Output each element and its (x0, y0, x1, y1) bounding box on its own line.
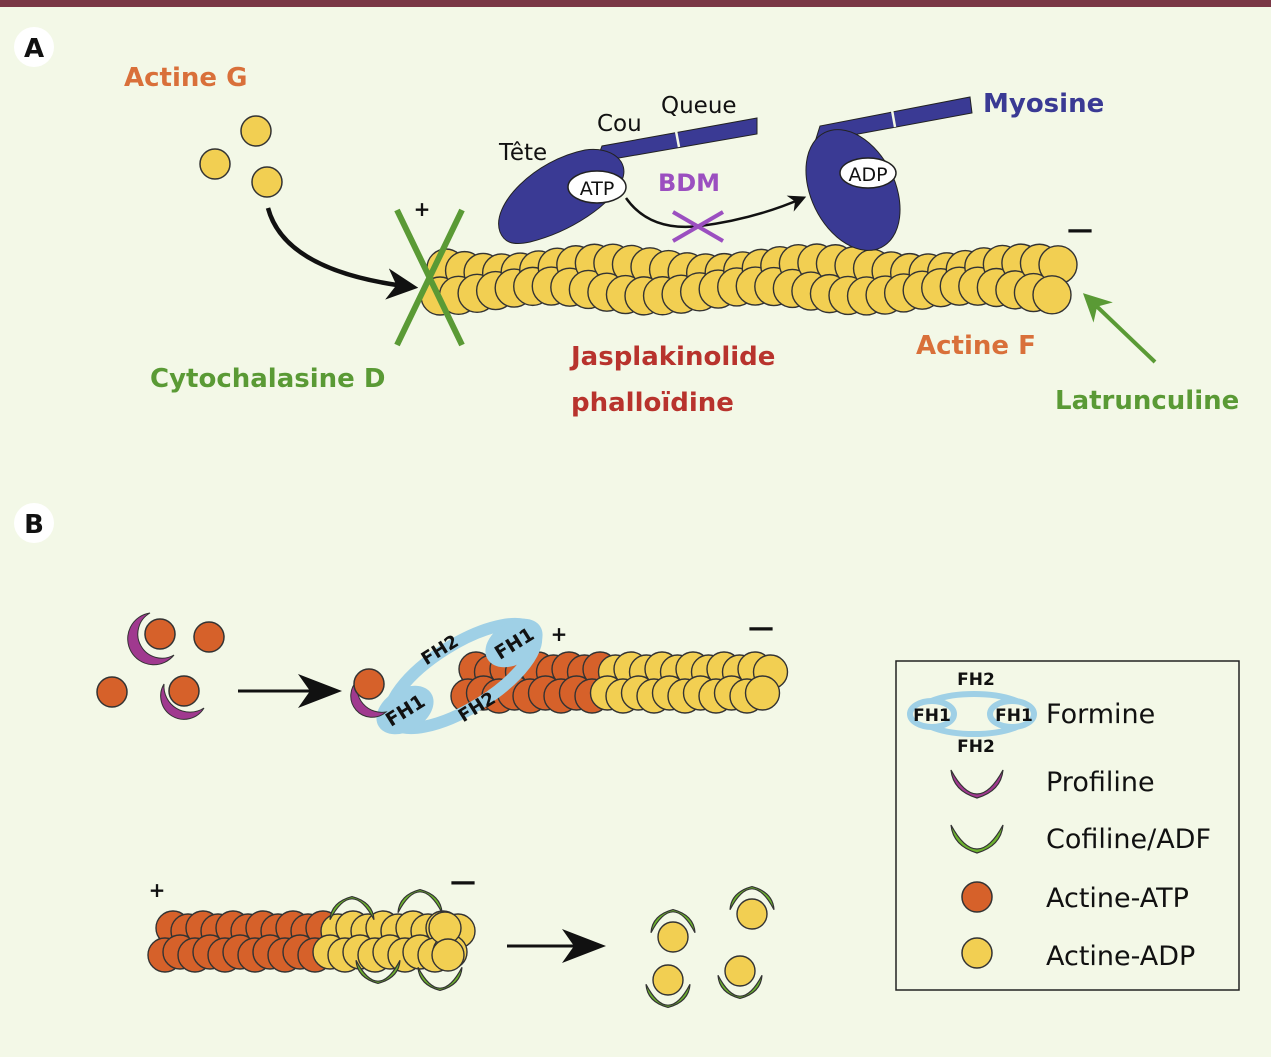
adp-bubble (839, 157, 897, 189)
panel-a-letter: A (24, 34, 44, 64)
legend-formine-label: Formine (1046, 699, 1155, 730)
panel-b-letter: B (24, 510, 44, 540)
legend-actin-adp-icon (961, 937, 993, 969)
myosin-atp: ATP (498, 117, 758, 245)
panel-a-badge (14, 27, 54, 67)
legend-cofiline-label: Cofiline/ADF (1046, 824, 1211, 855)
depolymerizing-filament (147, 910, 476, 973)
legend-actine-adp-label: Actine-ADP (1046, 941, 1195, 972)
cofilin (729, 885, 775, 910)
adp-label: ADP (848, 164, 887, 186)
released-adp-actin (724, 955, 756, 987)
minus-end-label-a: — (1067, 215, 1093, 245)
cofilin (417, 967, 463, 992)
panel-b-badge (14, 503, 54, 543)
legend-actin-atp-icon (961, 881, 993, 913)
panel-b: B FH1 FH1 FH2 FH2 (14, 503, 789, 1009)
legend: FH2 FH1 FH1 FH2 Formine Profiline Cofili… (895, 660, 1240, 991)
phalloidine-label: phalloïdine (571, 388, 734, 418)
actine-f-label: Actine F (916, 331, 1036, 361)
g-actin-monomer (251, 166, 283, 198)
profilin (350, 678, 388, 718)
formin-elongation-arrow (238, 674, 342, 708)
profilin-actin-pool (96, 612, 225, 720)
cofilin (397, 888, 443, 913)
myosin-adp: ADP (805, 96, 973, 251)
g-actin-monomers (199, 115, 283, 198)
filament-subunit (744, 675, 781, 711)
cofilin (650, 908, 696, 933)
cofilin (329, 895, 375, 920)
f-actin-subunit (1032, 275, 1072, 315)
fh1-domain (485, 618, 543, 668)
latrunculine-label: Latrunculine (1055, 386, 1239, 416)
power-stroke-arrow (624, 195, 807, 229)
top-bar (0, 0, 1271, 7)
legend-profiline-label: Profiline (1046, 767, 1155, 798)
cou-label: Cou (597, 111, 642, 137)
released-adp-actin (736, 898, 768, 930)
legend-cofilin-icon (950, 824, 1004, 854)
legend-profilin-icon (950, 769, 1004, 799)
myosin-head (805, 129, 901, 251)
g-actin-monomer (240, 115, 272, 147)
atp-actin-monomer (353, 668, 385, 700)
atp-actin-monomer (144, 618, 176, 650)
tete-label: Tête (498, 140, 547, 166)
plus-end-label-b2: + (149, 878, 166, 902)
profilin (160, 683, 205, 720)
f-actin-filament (420, 243, 1078, 316)
plus-end-label-a: + (414, 197, 431, 221)
cytochalasine-cross (394, 208, 465, 347)
released-adp-actin (657, 921, 689, 953)
profilin-at-barbed-end (350, 668, 388, 718)
bdm-label: BDM (658, 169, 720, 197)
legend-fh2-top: FH2 (957, 670, 995, 690)
jasplakinolide-label: Jasplakinolide (569, 342, 775, 372)
legend-fh1-left: FH1 (913, 706, 951, 726)
cytochalasine-label: Cytochalasine D (150, 364, 385, 394)
bdm-cross (671, 210, 725, 243)
cofilin (717, 975, 763, 1000)
released-cofilin-actin (645, 885, 775, 1009)
legend-fh2-bottom: FH2 (957, 737, 995, 757)
released-adp-actin (652, 964, 684, 996)
cofilin-on-filament (329, 888, 463, 992)
atp-actin-monomer (168, 675, 200, 707)
profilin (127, 612, 175, 666)
actine-g-label: Actine G (124, 63, 247, 93)
minus-end-label-b2: — (450, 867, 476, 897)
latrunculine-arrow (1082, 293, 1157, 364)
g-actin-monomer (199, 148, 231, 180)
filament-subunit (431, 938, 465, 972)
cofilin (355, 960, 401, 985)
legend-formin-icon (907, 691, 1037, 737)
plus-end-label-b1: + (551, 622, 568, 646)
panel-a: A Actine G + — ATP Tête Cou Queue (14, 27, 1239, 418)
polymerization-arrow (265, 207, 419, 300)
cofilin (645, 984, 691, 1009)
atp-label: ATP (580, 178, 615, 200)
severing-arrow (507, 929, 606, 963)
fh1-domain (376, 685, 434, 735)
atp-actin-monomer (96, 676, 128, 708)
myosine-label: Myosine (983, 89, 1104, 119)
legend-fh1-right: FH1 (995, 706, 1033, 726)
atp-actin-monomer (193, 621, 225, 653)
legend-actine-atp-label: Actine-ATP (1046, 883, 1189, 914)
queue-label: Queue (661, 93, 737, 119)
minus-end-label-b1: — (748, 613, 774, 643)
atp-bubble (567, 170, 627, 204)
